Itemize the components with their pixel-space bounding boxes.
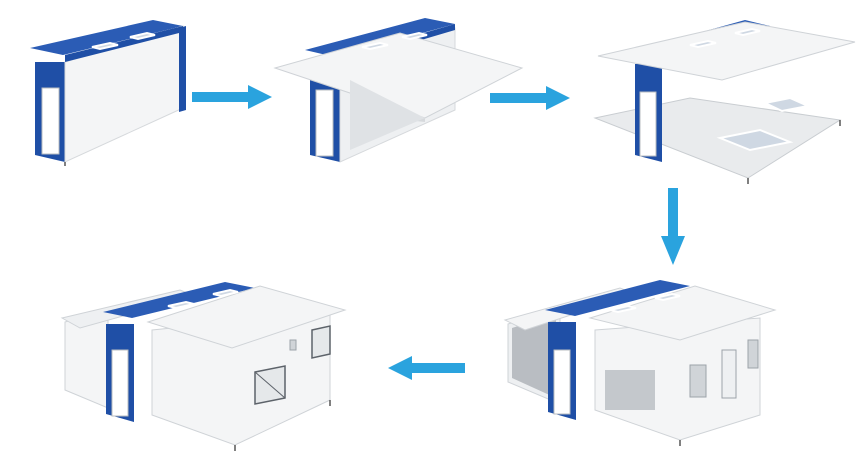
step-3-roof-floor-unfolded — [593, 20, 856, 184]
step-4-walls-raising — [503, 280, 777, 446]
window — [311, 325, 331, 359]
door — [41, 87, 60, 155]
step-2-roof-unfolding — [273, 18, 524, 163]
arrow-left — [388, 356, 465, 380]
roof-panel — [597, 21, 856, 81]
roof-panel — [146, 285, 347, 349]
step-1-folded-container — [30, 20, 186, 166]
arrow-right-1 — [192, 85, 272, 109]
skylight — [129, 31, 156, 41]
step-5-fully-assembled — [60, 282, 347, 451]
skylight — [91, 41, 119, 51]
arrow-right-2 — [490, 86, 570, 110]
arrow-down — [661, 188, 685, 265]
